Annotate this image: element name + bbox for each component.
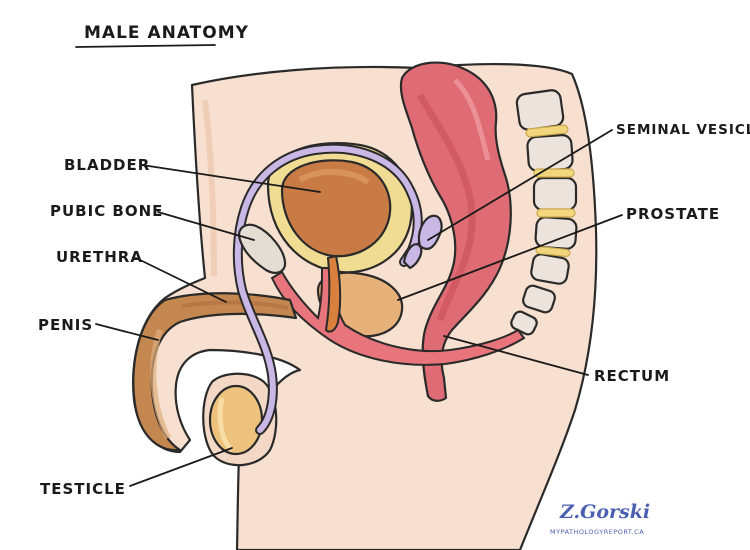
- urethra: [270, 254, 526, 366]
- title-underline: [75, 44, 216, 48]
- signature-name: Z.Gorski: [559, 501, 650, 523]
- intervertebral-disc: [535, 245, 571, 258]
- vertebra: [530, 253, 570, 285]
- leader-prostate: [397, 214, 623, 301]
- signature-url: MYPATHOLOGYREPORT.CA: [550, 528, 644, 536]
- intervertebral-disc: [536, 208, 576, 218]
- vertebra: [526, 134, 574, 172]
- leader-urethra: [135, 257, 227, 303]
- vertebra: [522, 284, 556, 314]
- pubic-bone: [238, 223, 287, 274]
- labels: BLADDER PUBIC BONE URETHRA PENIS TESTICL…: [38, 122, 750, 498]
- leader-testicle: [129, 447, 233, 487]
- label-testicle: TESTICLE: [40, 480, 126, 498]
- seminal-vesicle: [402, 214, 443, 270]
- label-prostate: PROSTATE: [626, 205, 720, 223]
- intervertebral-disc: [525, 124, 569, 138]
- vas-deferens: [232, 143, 423, 435]
- leader-seminal-vesicle: [427, 129, 613, 241]
- label-seminal-vesicle: SEMINAL VESICLE: [616, 122, 750, 138]
- label-pubic-bone: PUBIC BONE: [50, 202, 163, 220]
- diagram-title: MALE ANATOMY: [84, 23, 249, 43]
- bladder: [266, 142, 413, 274]
- vertebra: [534, 216, 578, 250]
- leader-lines: [95, 129, 623, 487]
- leader-rectum: [443, 335, 589, 376]
- testicle: [202, 372, 278, 467]
- label-urethra: URETHRA: [56, 248, 143, 266]
- leader-pubic-bone: [157, 211, 255, 241]
- rectum: [399, 61, 512, 402]
- label-bladder: BLADDER: [64, 156, 150, 174]
- leader-bladder: [141, 164, 321, 193]
- label-rectum: RECTUM: [594, 367, 670, 385]
- label-penis: PENIS: [38, 316, 93, 334]
- artist-signature: Z.Gorski MYPATHOLOGYREPORT.CA: [550, 501, 650, 536]
- vertebra: [532, 176, 578, 212]
- leader-penis: [95, 323, 159, 341]
- spine: [510, 89, 578, 336]
- vertebra: [515, 89, 565, 131]
